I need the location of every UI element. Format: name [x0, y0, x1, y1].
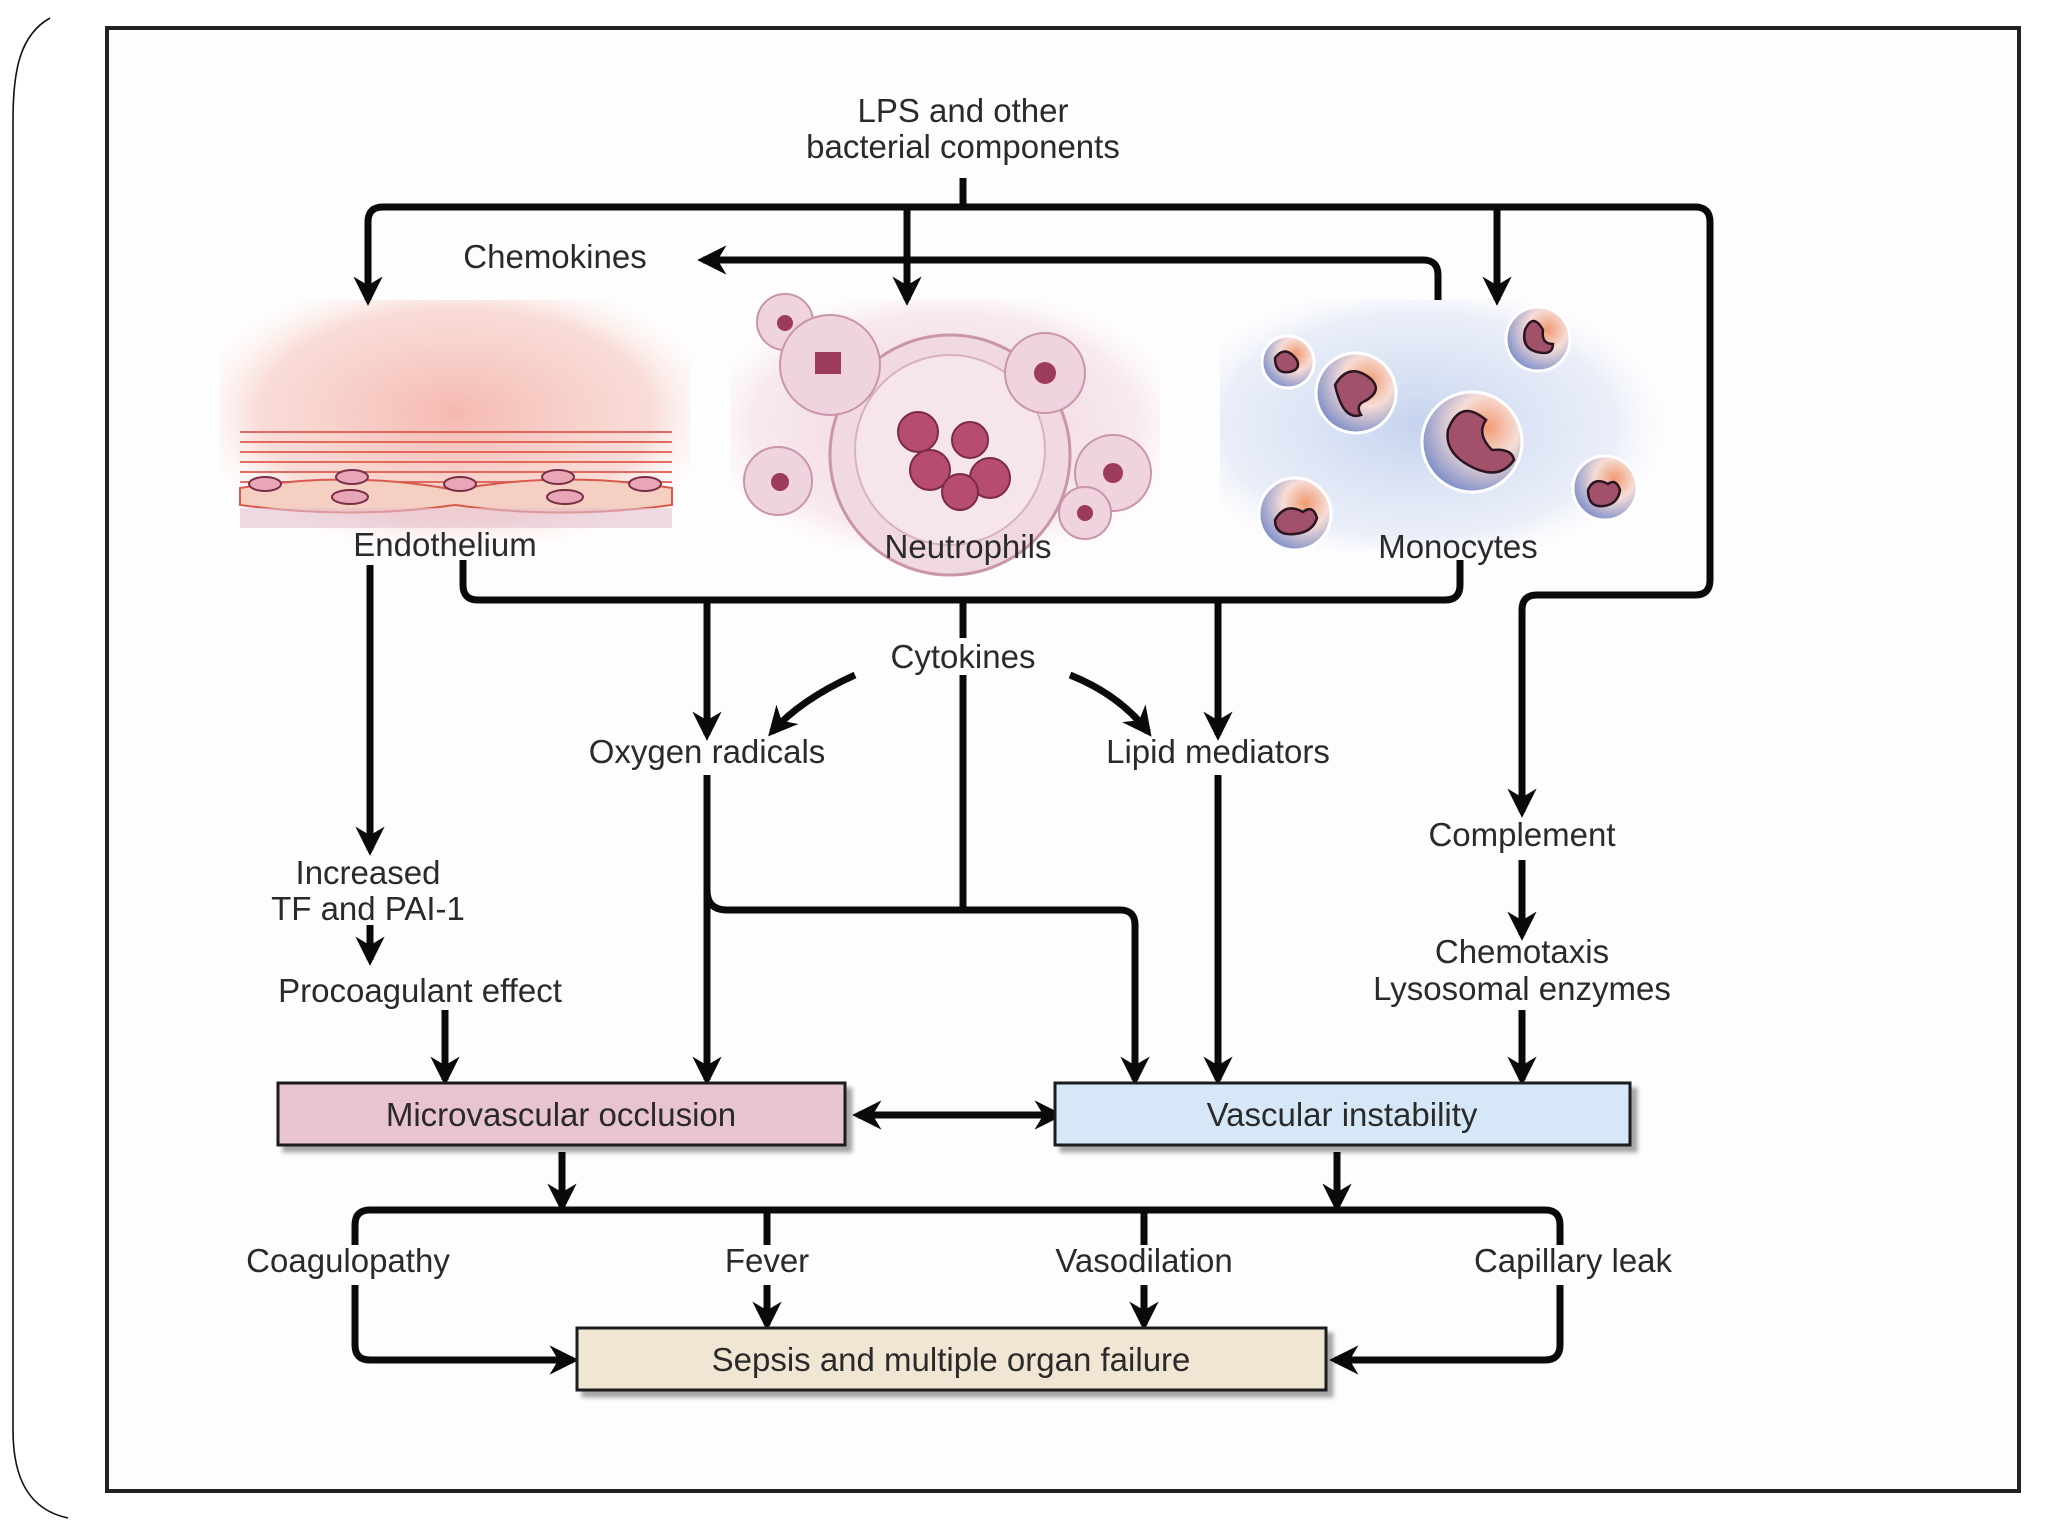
neutrophils-label: Neutrophils	[885, 528, 1052, 565]
complement-label: Complement	[1428, 816, 1615, 853]
sepsis-box	[575, 1326, 1328, 1392]
microvascular-occlusion-label: Microvascular occlusion	[386, 1096, 736, 1133]
neutrophils-illustration	[730, 293, 1160, 577]
slide-border-curve	[12, 17, 69, 1519]
sepsis-label: Sepsis and multiple organ failure	[712, 1341, 1191, 1378]
increased-label: Increased	[296, 854, 441, 891]
connectors	[351, 178, 1714, 1375]
fever-label: Fever	[725, 1242, 809, 1279]
figure-frame	[105, 26, 2021, 1493]
lipid-mediators-label: Lipid mediators	[1106, 733, 1330, 770]
monocytes-label: Monocytes	[1378, 528, 1538, 565]
endothelium-label: Endothelium	[353, 526, 536, 563]
tf-pai-label: TF and PAI-1	[271, 890, 465, 927]
chemotaxis-label: Chemotaxis	[1435, 933, 1609, 970]
endothelium-illustration	[220, 300, 690, 550]
chemokines-label: Chemokines	[463, 238, 646, 275]
vascular-instability-box	[1053, 1081, 1632, 1147]
vasodilation-label: Vasodilation	[1055, 1242, 1232, 1279]
source-label-line1: LPS and other	[858, 92, 1069, 129]
microvascular-occlusion-box	[276, 1081, 847, 1147]
lysosomal-enzymes-label: Lysosomal enzymes	[1373, 970, 1671, 1007]
cytokines-label: Cytokines	[891, 638, 1036, 675]
oxygen-radicals-label: Oxygen radicals	[589, 733, 826, 770]
monocytes-illustration	[1220, 300, 1660, 552]
source-label-line2: bacterial components	[806, 128, 1120, 165]
coagulopathy-label: Coagulopathy	[246, 1242, 450, 1279]
vascular-instability-label: Vascular instability	[1207, 1096, 1478, 1133]
capillary-leak-label: Capillary leak	[1474, 1242, 1673, 1279]
procoagulant-label: Procoagulant effect	[278, 972, 562, 1009]
